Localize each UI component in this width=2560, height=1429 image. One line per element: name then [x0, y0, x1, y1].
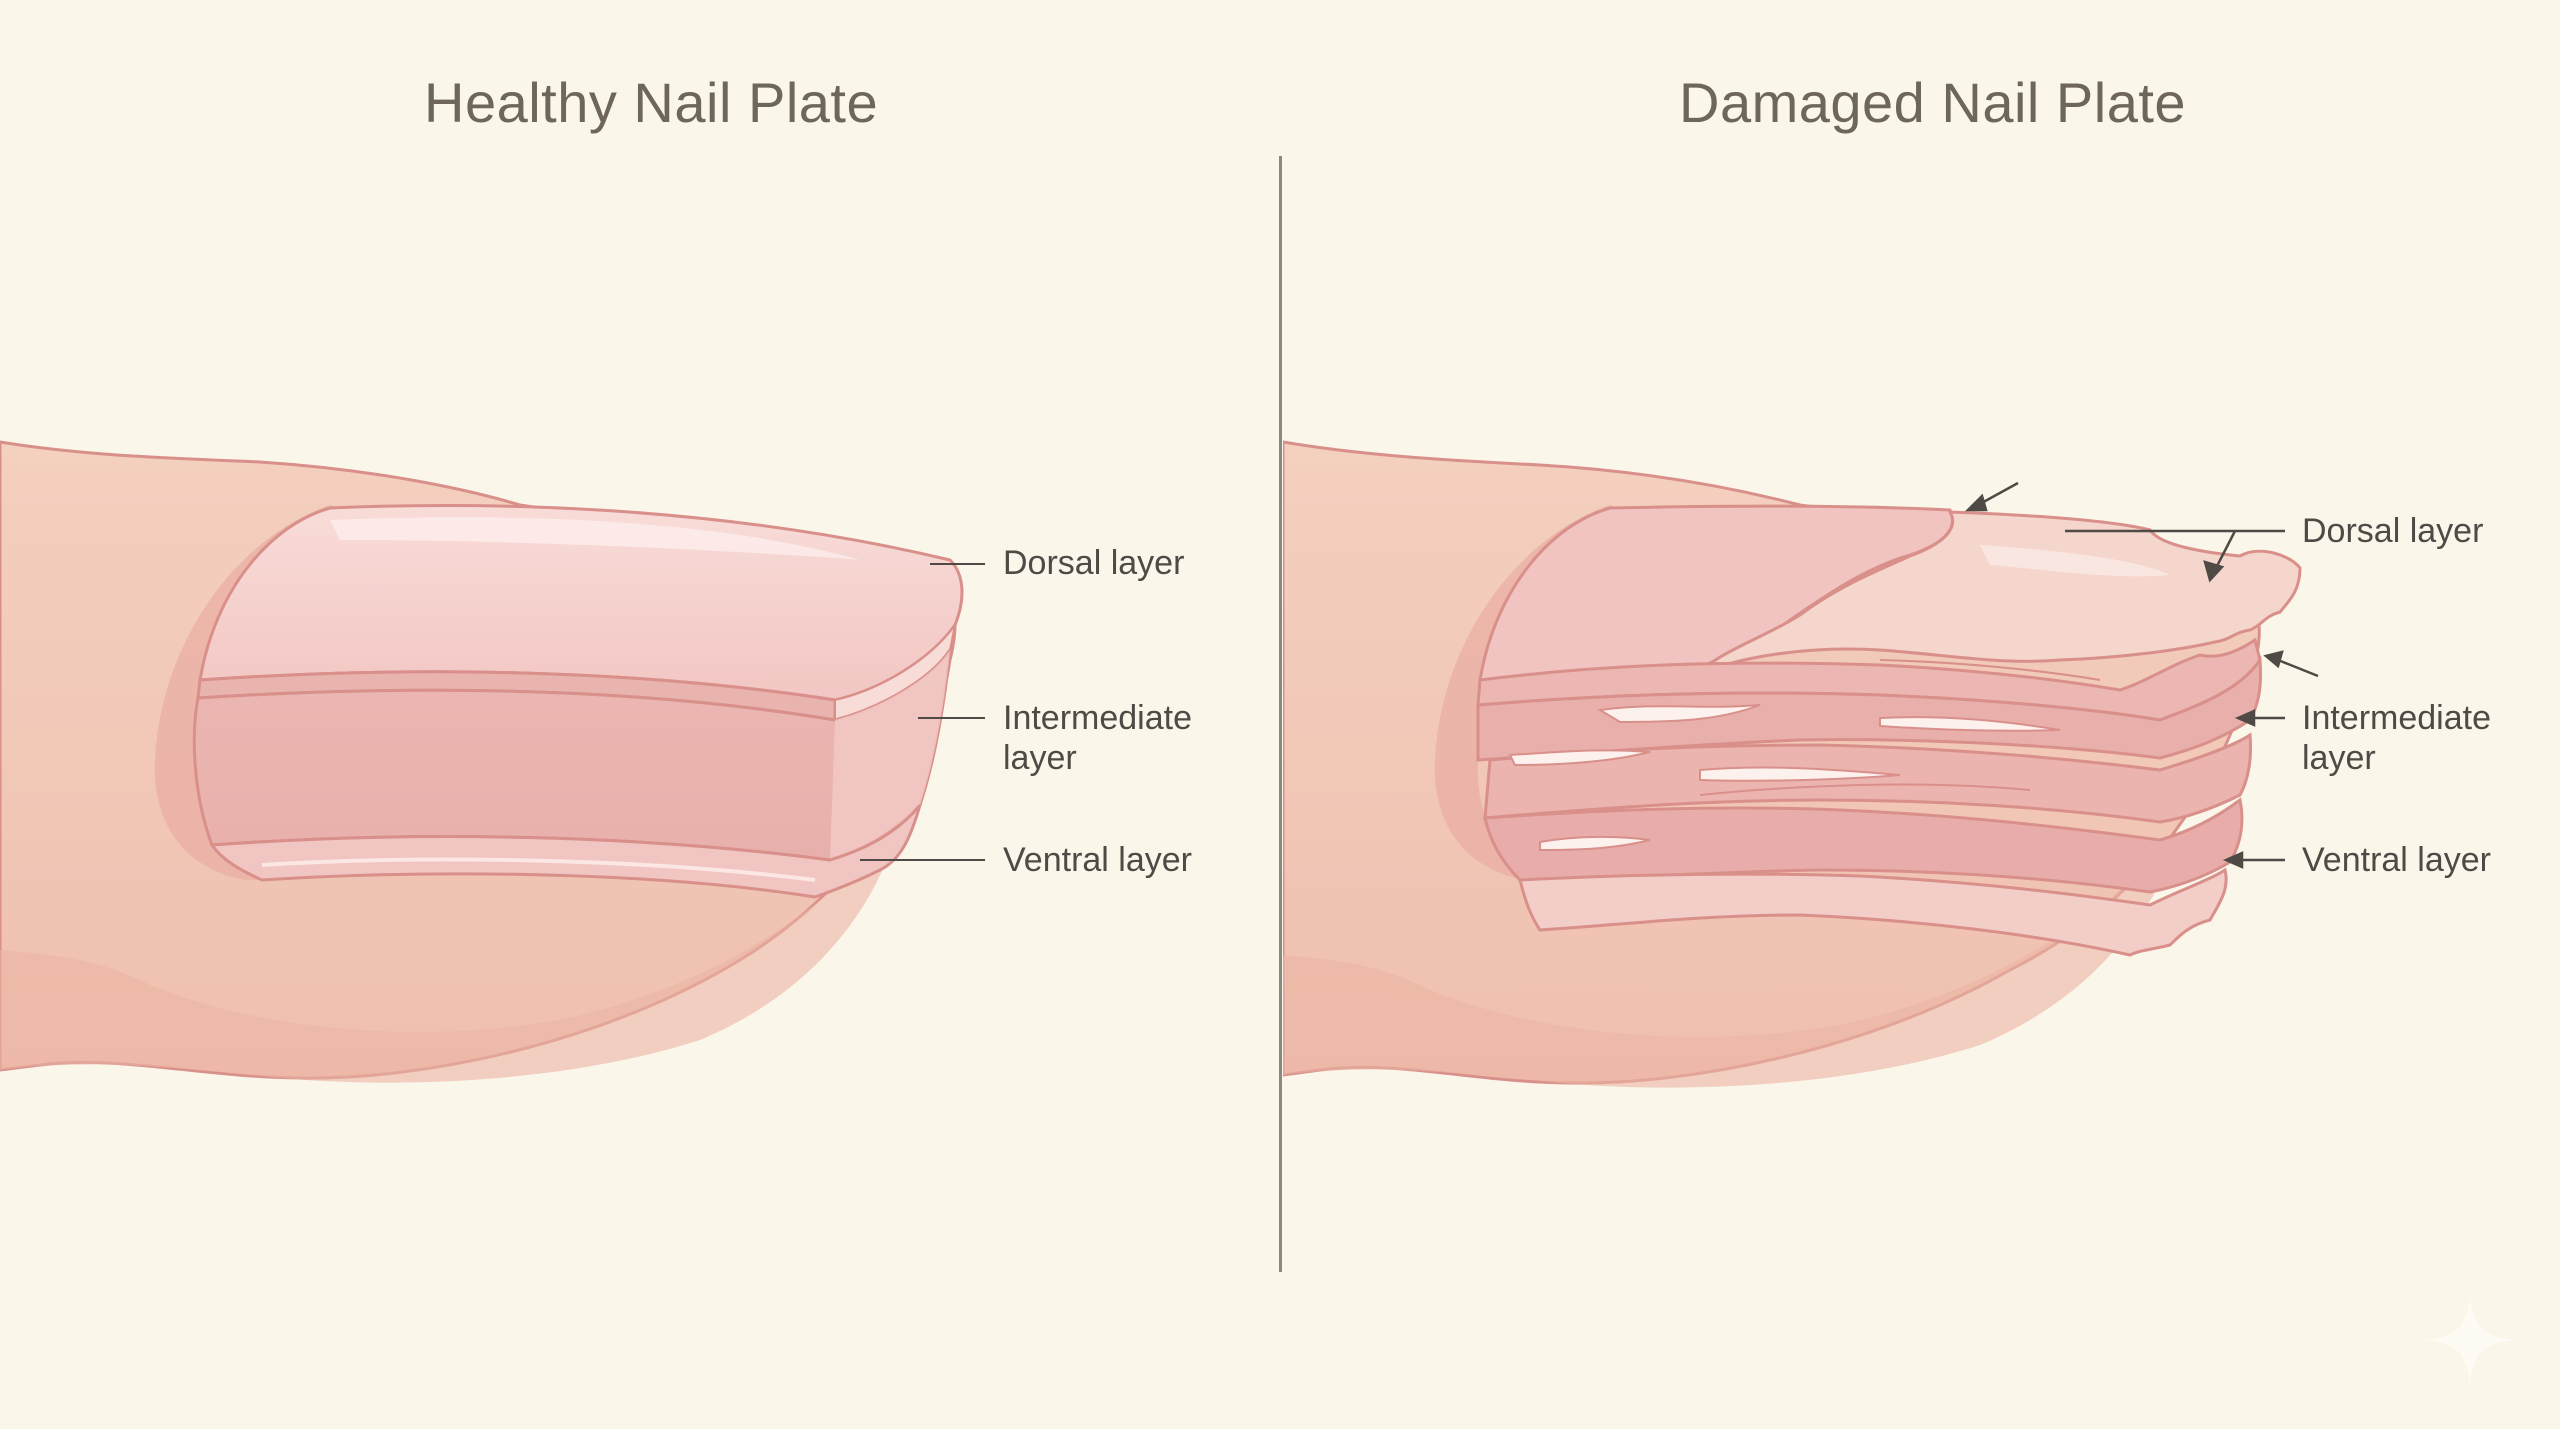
damaged-panel-title: Damaged Nail Plate [1679, 71, 2187, 134]
healthy-leader-lines [860, 563, 985, 861]
healthy-finger [0, 440, 964, 1083]
damaged-leader-arrows [1964, 481, 2319, 869]
sparkle-icon [2425, 1295, 2515, 1385]
damaged-intermediate-label-line1: Intermediate [2302, 699, 2491, 737]
healthy-panel-title: Healthy Nail Plate [424, 71, 879, 134]
healthy-intermediate-label-line2: layer [1003, 739, 1077, 777]
healthy-ventral-label: Ventral layer [1003, 841, 1192, 879]
damaged-intermediate-label-line2: layer [2302, 739, 2376, 777]
damaged-dorsal-label: Dorsal layer [2302, 512, 2484, 550]
panel-divider [1279, 156, 1282, 1272]
damaged-ventral-label: Ventral layer [2302, 841, 2491, 879]
healthy-dorsal-label: Dorsal layer [1003, 544, 1185, 582]
healthy-intermediate-label-line1: Intermediate [1003, 699, 1192, 737]
damaged-finger [1283, 440, 2302, 1088]
